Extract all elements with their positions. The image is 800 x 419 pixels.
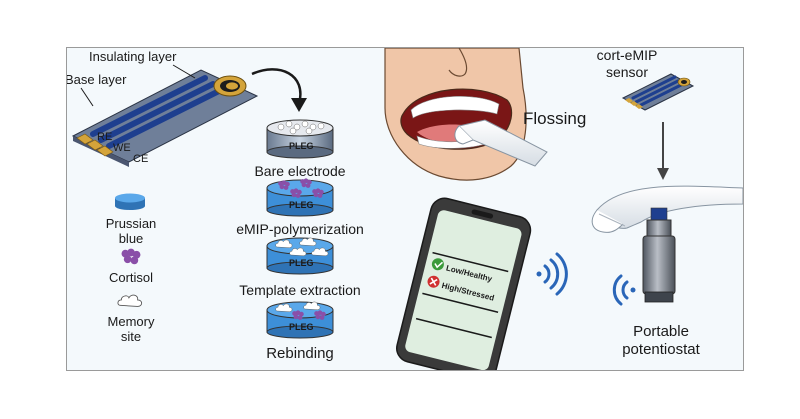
pleg-template-extraction (266, 237, 334, 275)
portable-label-2: potentiostat (622, 341, 700, 358)
insulating-layer-label: Insulating layer (89, 49, 177, 64)
pleg-label-2: PLEG (289, 200, 314, 210)
schematic-art: Insulating layer Base layer RE WE CE PLE… (67, 48, 743, 370)
down-arrow-icon (657, 122, 669, 180)
electrode-strip (71, 69, 259, 167)
smartphone-illustration: Low/Healthy High/Stressed (396, 197, 532, 370)
memory-site-label-2: site (121, 329, 141, 344)
memory-site-icon (117, 294, 143, 307)
base-layer-label: Base layer (67, 72, 127, 87)
re-label: RE (97, 131, 112, 143)
check-icon (431, 258, 444, 271)
wifi-icon (536, 252, 568, 296)
cort-emip-sensor (621, 73, 695, 111)
pleg-label-4: PLEG (289, 322, 314, 332)
cortisol-icon (121, 248, 141, 265)
ce-label: CE (133, 153, 148, 165)
figure-panel: Insulating layer Base layer RE WE CE PLE… (66, 47, 744, 371)
cortisol-label: Cortisol (109, 270, 153, 285)
pleg-bare-electrode (266, 119, 334, 159)
floss-pick-mouth (454, 119, 548, 167)
pleg-label-3: PLEG (289, 258, 314, 268)
bare-electrode-label: Bare electrode (254, 163, 345, 179)
pleg-rebinding (266, 301, 334, 339)
rebinding-label: Rebinding (266, 345, 334, 362)
face-mouth-illustration (384, 48, 527, 181)
flossing-label: Flossing (523, 109, 586, 128)
pleg-emip-polymerization (266, 178, 334, 217)
pleg-label-1: PLEG (289, 141, 314, 151)
sensor-label-1: cort-eMIP (597, 48, 658, 63)
emip-polymerization-label: eMIP-polymerization (236, 221, 364, 237)
we-label: WE (113, 142, 131, 154)
portable-potentiostat (642, 219, 676, 303)
template-extraction-label: Template extraction (239, 282, 360, 298)
curved-arrow-icon (251, 68, 307, 112)
prussian-blue-icon (115, 193, 145, 210)
sensor-label-2: sensor (606, 64, 648, 80)
memory-site-label-1: Memory (108, 314, 155, 329)
floss-pick-device (591, 185, 743, 233)
prussian-blue-label-1: Prussian (106, 216, 157, 231)
prussian-blue-label-2: blue (119, 231, 144, 246)
wifi-icon-potentiostat (612, 274, 636, 306)
portable-label-1: Portable (633, 323, 689, 340)
